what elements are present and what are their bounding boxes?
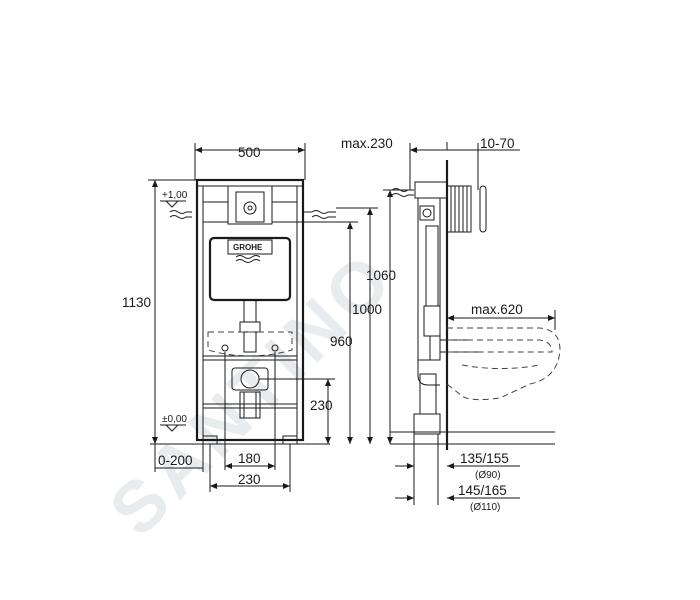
- side-frame: [414, 181, 448, 199]
- connection-height-label: 960: [330, 334, 353, 349]
- front-height-label: 1130: [122, 295, 151, 310]
- projection-label: max.620: [471, 302, 523, 317]
- bolt-spacing-label: 180: [238, 451, 261, 466]
- drain-spacing-label: 230: [238, 472, 261, 487]
- pipe-90-sub: (Ø90): [475, 470, 501, 481]
- front-width-label: 500: [238, 145, 261, 160]
- pipe-90-label: 135/155: [460, 451, 509, 466]
- frame-outline: [195, 178, 305, 442]
- offset-label: 10-70: [480, 136, 515, 151]
- side-view: max.230 10-70: [341, 136, 561, 513]
- pipe-110-label: 145/165: [458, 483, 507, 498]
- frame-top-label: 1060: [366, 268, 396, 283]
- level-zero-label: ±0,00: [162, 414, 187, 425]
- drain-height-label: 230: [310, 398, 333, 413]
- bowl-outline: [446, 327, 561, 401]
- front-view: 500 GROHE: [122, 143, 410, 492]
- watermark-text: SANTINO: [95, 236, 410, 551]
- bolt-height-label: 1000: [352, 302, 382, 317]
- pipe-110-sub: (Ø110): [470, 502, 500, 513]
- level-top-label: +1,00: [162, 190, 188, 201]
- flush-plate: [479, 185, 487, 233]
- watermark: SANTINO: [95, 236, 410, 551]
- adjust-label: 0-200: [158, 453, 193, 468]
- grohe-logo: GROHE: [233, 243, 263, 252]
- depth-label: max.230: [341, 136, 393, 151]
